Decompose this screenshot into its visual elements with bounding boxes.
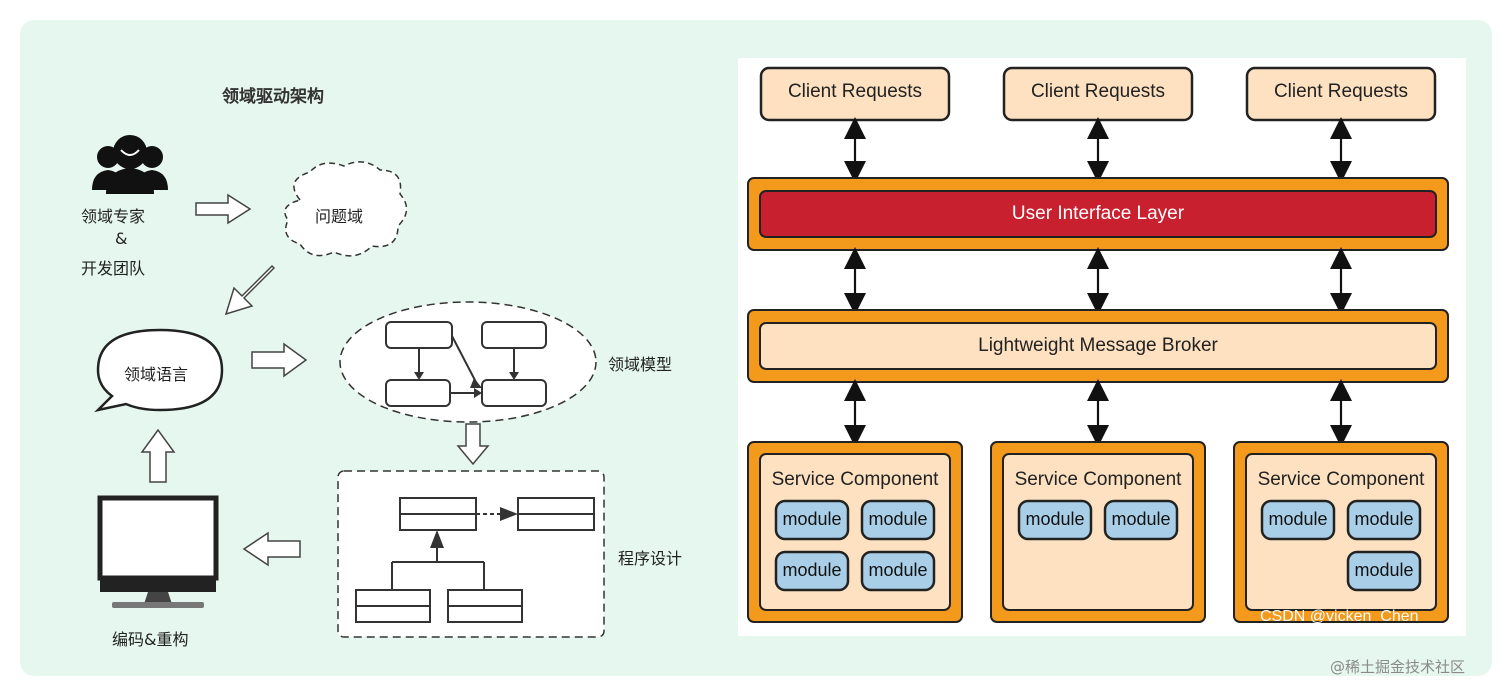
dev-team-label: 开发团队 xyxy=(81,259,146,278)
broker-label: Lightweight Message Broker xyxy=(978,335,1218,356)
module-1-3: module xyxy=(782,560,842,580)
ui-layer-label: User Interface Layer xyxy=(1011,203,1185,224)
expert-amp: & xyxy=(115,229,128,248)
ddd-title: 领域驱动架构 xyxy=(222,87,324,107)
client-requests-2: Client Requests xyxy=(1030,81,1166,102)
module-1-4: module xyxy=(868,560,928,580)
ddd-diagram xyxy=(92,135,605,638)
microservice-svg xyxy=(747,66,1449,623)
code-refactor-label: 编码&重构 xyxy=(112,630,189,649)
module-3-2: module xyxy=(1354,509,1414,529)
module-1-1: module xyxy=(782,509,842,529)
arrow-down xyxy=(456,423,490,466)
arrow-left xyxy=(242,531,301,567)
program-design-label: 程序设计 xyxy=(618,549,683,568)
service-title-2: Service Component xyxy=(1014,469,1182,490)
module-2-2: module xyxy=(1111,509,1171,529)
arrow-up xyxy=(140,428,176,483)
domain-language-label: 领域语言 xyxy=(124,365,189,384)
problem-domain-cloud xyxy=(284,161,408,257)
arrows-level-1 xyxy=(844,117,1352,183)
module-2-1: module xyxy=(1025,509,1085,529)
domain-model-label: 领域模型 xyxy=(608,355,673,374)
client-request-boxes xyxy=(759,66,1437,122)
module-1-2: module xyxy=(868,509,928,529)
expert-label: 领域专家 xyxy=(81,207,146,226)
module-boxes xyxy=(774,499,1422,592)
service-title-1: Service Component xyxy=(771,469,939,490)
problem-domain-label: 问题域 xyxy=(315,207,364,226)
service-title-3: Service Component xyxy=(1257,469,1425,490)
arrows-level-2 xyxy=(844,247,1352,315)
arrow-right-2 xyxy=(251,342,308,378)
module-3-3: module xyxy=(1354,560,1414,580)
ui-layer-inner xyxy=(759,190,1437,238)
class-diagram xyxy=(355,497,595,623)
domain-model-ellipse xyxy=(339,301,597,423)
arrow-down-left xyxy=(224,264,276,316)
monitor-icon xyxy=(97,495,219,608)
broker-inner xyxy=(759,322,1437,370)
juejin-footer: @稀土掘金技术社区 xyxy=(1330,658,1466,676)
microservice-diagram: Client Requests Client Requests Client R… xyxy=(738,58,1466,636)
arrows-level-3 xyxy=(844,379,1352,447)
people-icon xyxy=(92,135,168,194)
client-requests-3: Client Requests xyxy=(1273,81,1409,102)
arrow-right-1 xyxy=(195,193,252,225)
client-requests-1: Client Requests xyxy=(787,81,923,102)
module-3-1: module xyxy=(1268,509,1328,529)
domain-language-bubble xyxy=(94,328,224,413)
csdn-watermark: CSDN @vicken_Chen xyxy=(1260,608,1419,625)
